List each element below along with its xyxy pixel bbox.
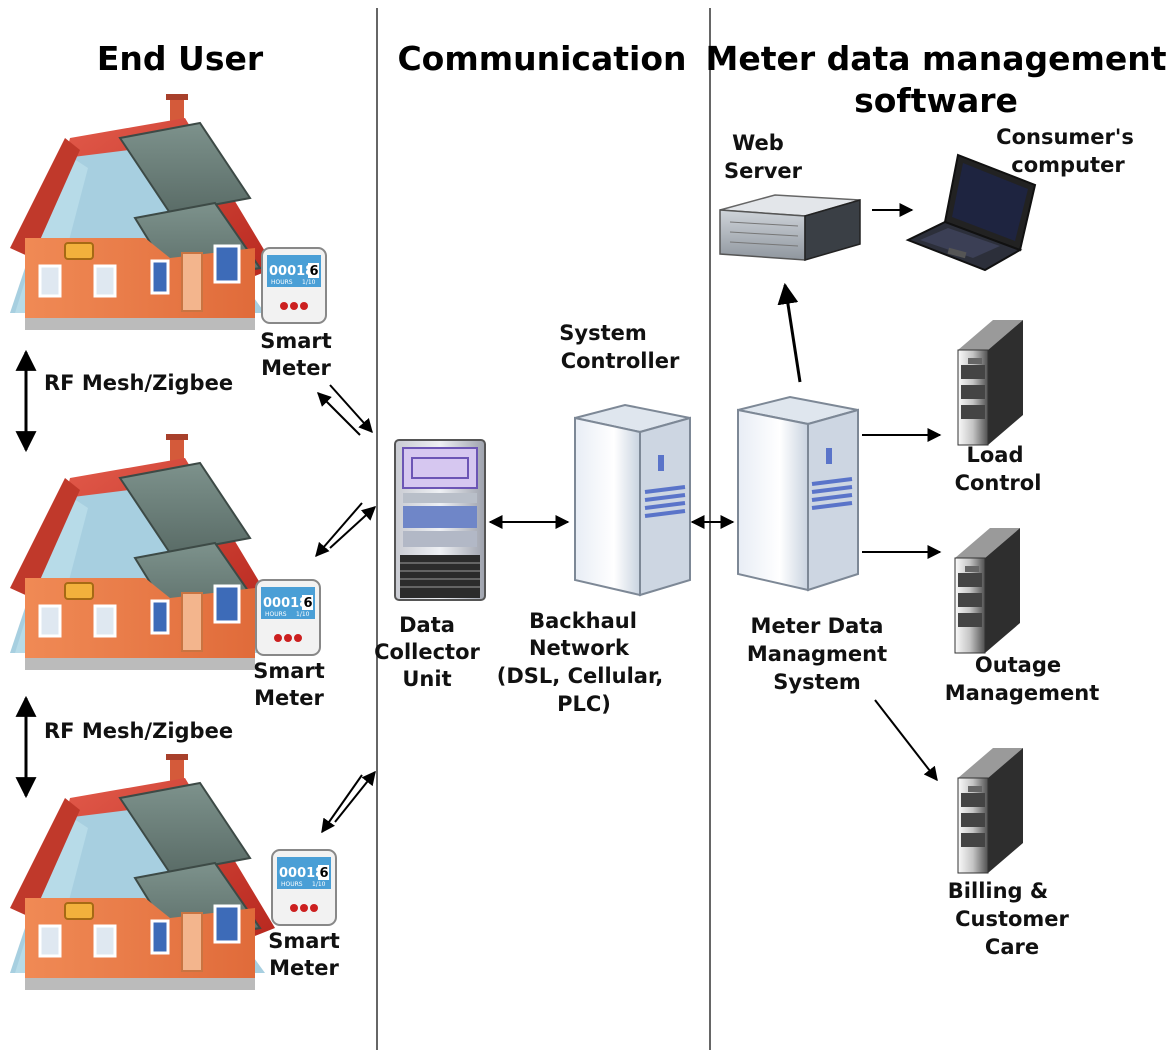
smart-meter-icon: 00018 6 HOURS 1/10 — [255, 579, 321, 656]
backhaul-label: PLC) — [557, 692, 611, 716]
smart-meter-icon: 00018 6 HOURS 1/10 — [271, 849, 337, 926]
data-collector-label: Data — [399, 613, 455, 637]
billing-label: Billing & — [948, 879, 1048, 903]
mdms-to-billing-arrow — [874, 699, 938, 782]
svg-text:HOURS: HOURS — [265, 611, 287, 618]
outage-management-label: Outage — [975, 653, 1061, 677]
meter-collector-link — [317, 384, 373, 436]
meter-collector-link — [315, 502, 377, 558]
svg-text:1/10: 1/10 — [302, 279, 316, 286]
svg-text:6: 6 — [310, 264, 319, 279]
load-control-label: Control — [955, 471, 1042, 495]
backhaul-label: Network — [529, 636, 630, 660]
svg-text:00018: 00018 — [269, 264, 314, 279]
system-controller-label: Controller — [561, 349, 680, 373]
svg-text:00018: 00018 — [279, 866, 324, 881]
house-icon — [10, 754, 275, 990]
load-control-label: Load — [966, 443, 1023, 467]
svg-text:HOURS: HOURS — [281, 881, 303, 888]
billing-label: Care — [985, 935, 1039, 959]
backhaul-label: Backhaul — [529, 609, 637, 633]
svg-text:HOURS: HOURS — [271, 279, 293, 286]
header-communication: Communication — [397, 39, 686, 78]
laptop-icon — [905, 153, 1037, 272]
svg-text:00018: 00018 — [263, 596, 308, 611]
consumer-computer-label: computer — [1011, 153, 1125, 177]
smart-meter-label: Meter — [269, 956, 339, 980]
mdms-label: Meter Data — [751, 614, 884, 638]
web-server-icon — [719, 194, 861, 261]
data-collector-label: Collector — [374, 640, 480, 664]
smart-meter-label: Meter — [261, 356, 331, 380]
smart-meter-label: Smart — [260, 329, 332, 353]
outage-server-icon — [954, 528, 1020, 654]
smart-meter-label: Smart — [268, 929, 340, 953]
backhaul-label: (DSL, Cellular, — [497, 664, 663, 688]
smart-meter-label: Meter — [254, 686, 324, 710]
outage-management-label: Management — [945, 681, 1100, 705]
consumer-computer-label: Consumer's — [996, 125, 1134, 149]
system-controller-label: System — [559, 321, 646, 345]
system-controller-icon — [574, 403, 691, 597]
header-mdm-line1: Meter data management — [705, 39, 1166, 78]
billing-server-icon — [957, 748, 1023, 874]
mdms-label: System — [773, 670, 860, 694]
header-mdm-line2: software — [854, 81, 1018, 120]
svg-text:1/10: 1/10 — [312, 881, 326, 888]
mdms-server-icon — [737, 395, 859, 592]
data-collector-label: Unit — [402, 667, 451, 691]
mdms-label: Managment — [747, 642, 887, 666]
data-collector-icon — [394, 439, 486, 601]
web-server-label: Server — [724, 159, 803, 183]
web-server-label: Web — [732, 131, 784, 155]
svg-text:6: 6 — [304, 596, 313, 611]
svg-text:6: 6 — [320, 866, 329, 881]
load-control-server-icon — [957, 320, 1023, 446]
billing-label: Customer — [955, 907, 1069, 931]
house-icon — [10, 94, 275, 330]
meter-collector-link — [321, 770, 376, 834]
house-icon — [10, 434, 275, 670]
svg-text:1/10: 1/10 — [296, 611, 310, 618]
mdms-to-webserver-arrow — [777, 282, 802, 383]
header-end-user: End User — [97, 39, 264, 78]
smart-meter-icon: 00018 6 HOURS 1/10 — [261, 247, 327, 324]
rf-mesh-label: RF Mesh/Zigbee — [44, 719, 233, 743]
rf-mesh-label: RF Mesh/Zigbee — [44, 371, 233, 395]
smart-meter-label: Smart — [253, 659, 325, 683]
